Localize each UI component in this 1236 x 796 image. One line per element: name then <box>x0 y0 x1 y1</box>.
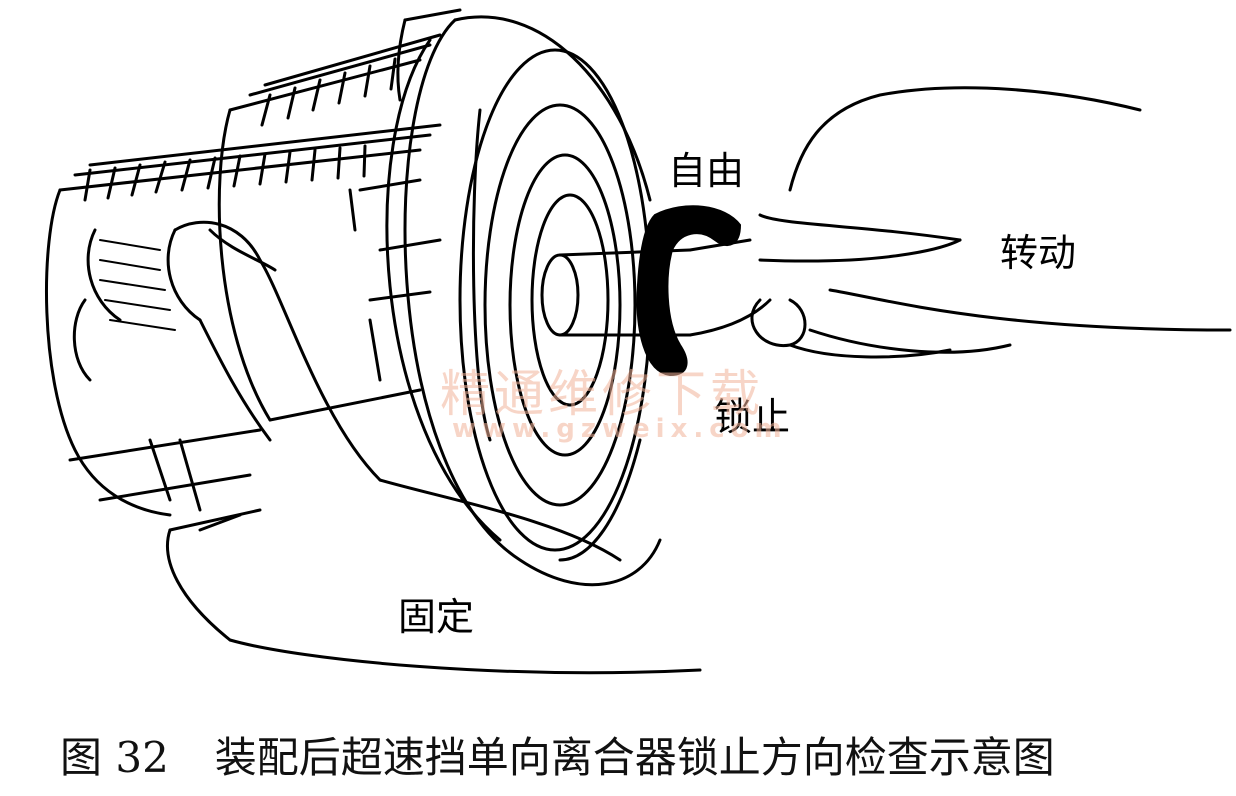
one-way-clutch-piece <box>636 205 742 377</box>
label-free: 自由 <box>668 149 745 193</box>
clutch-front-plate <box>385 15 662 587</box>
gear-ring-middle <box>217 8 462 422</box>
watermark-url: www.gzweix.com <box>452 414 788 444</box>
label-fixed: 固定 <box>398 595 475 639</box>
watermark-cn: 精通维修下载 <box>440 365 764 423</box>
label-lock: 锁止 <box>714 395 791 439</box>
left-hand <box>86 220 702 675</box>
right-hand <box>688 86 1232 359</box>
label-rotate: 转动 <box>1000 231 1077 275</box>
caption-text: 装配后超速挡单向离合器锁止方向检查示意图 <box>214 733 1055 782</box>
clutch-diagram <box>45 8 1232 675</box>
caption-number: 图 32 <box>60 733 169 782</box>
figure-caption: 图 32 装配后超速挡单向离合器锁止方向检查示意图 <box>60 724 1220 785</box>
gear-drum-back <box>45 123 442 517</box>
finger-hatching <box>99 239 176 331</box>
